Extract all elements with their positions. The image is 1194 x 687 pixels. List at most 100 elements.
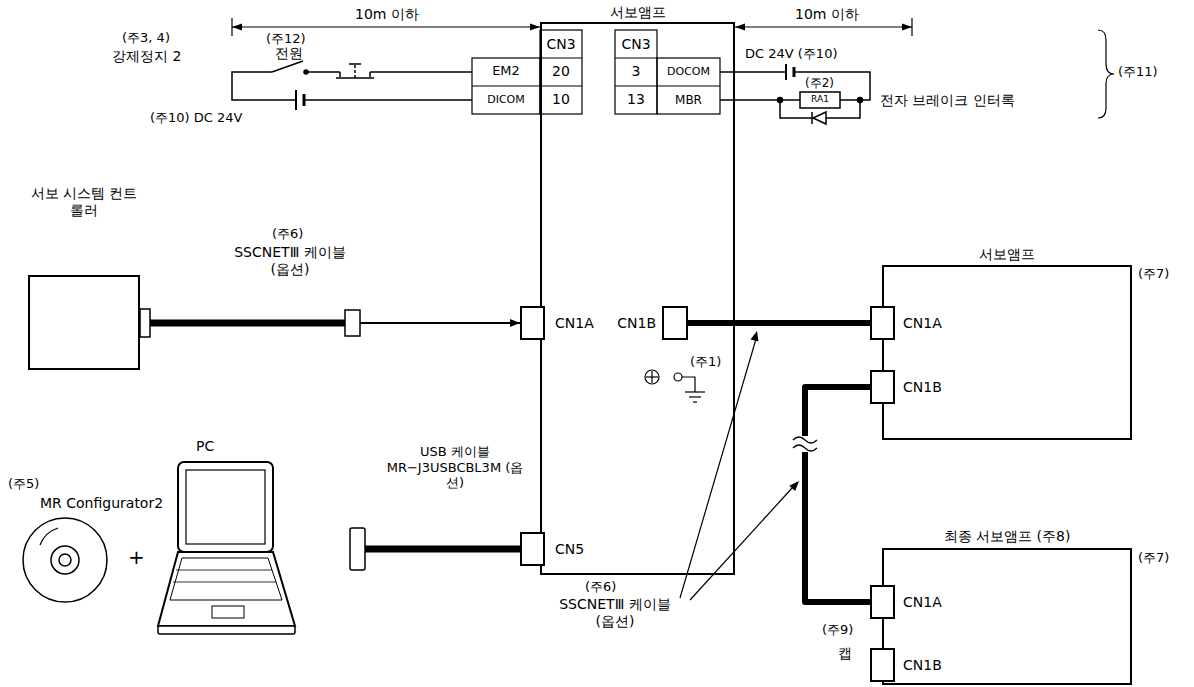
callout-number: (주7): [1138, 550, 1169, 566]
signal-name: DICOM: [472, 93, 540, 106]
plus-sign: +: [128, 545, 145, 569]
laptop-keyboard: [173, 582, 276, 583]
connector-name: CN3: [615, 36, 657, 53]
note-label: DC 24V (주10): [745, 46, 837, 62]
cd-disc: [59, 554, 71, 566]
dimension-arrow: [530, 24, 540, 31]
signal-name: DOCOM: [657, 65, 720, 78]
cable-break: [793, 437, 817, 443]
connector: CN1B: [870, 648, 895, 682]
signal-name: MBR: [657, 93, 720, 107]
dimension-arrow: [902, 24, 912, 31]
leader-line: [690, 487, 793, 600]
laptop: [186, 470, 265, 544]
pushbutton-symbol: [369, 72, 371, 77]
pushbutton-symbol: [354, 64, 356, 78]
pushbutton-symbol: [339, 72, 341, 77]
connector: CN1A: [520, 306, 545, 340]
callout-number: (주6): [272, 226, 303, 242]
battery-symbol: [785, 64, 787, 80]
pin-number: 13: [615, 91, 657, 108]
callout-number: (주11): [1118, 64, 1158, 80]
node-heading: 서보 시스템 컨트롤러: [24, 185, 144, 219]
cable-label: USB 케이블 MR−J3USBCBL3M (옵션): [385, 444, 525, 491]
pin-table: [657, 58, 720, 114]
plug: [140, 309, 150, 337]
cable-connector: [688, 323, 870, 324]
callout-number: (주3, 4): [122, 30, 170, 46]
pin-table: [540, 85, 582, 86]
callout-number: (주6): [585, 579, 616, 595]
wire: [780, 100, 812, 118]
plug: [350, 528, 365, 570]
cable-connector: [140, 319, 520, 327]
junction-dot: [858, 98, 863, 103]
dimension-arrow: [735, 24, 745, 31]
earth-symbol: [645, 370, 659, 384]
controller-box: 서보 시스템 컨트롤러: [28, 275, 140, 370]
laptop-touchpad: [212, 606, 244, 618]
ground-wire: [682, 377, 695, 392]
connector-name: CN1B: [617, 315, 656, 332]
cable-label: SSCNETⅢ 케이블 (옵션): [225, 244, 355, 278]
laptop-keyboard: [176, 570, 272, 571]
part-label: 전원: [275, 45, 303, 62]
wire: [720, 71, 786, 73]
connector: CN1B: [662, 306, 688, 340]
cable-break: [795, 436, 815, 452]
node-heading: 서보앰프: [610, 4, 666, 21]
connector-name: CN5: [555, 541, 584, 558]
connector-name: CN3: [540, 36, 582, 53]
wire: [232, 72, 296, 100]
connector-name: CN1A: [903, 315, 942, 332]
connector-name: CN1B: [903, 657, 942, 674]
laptop: [178, 462, 273, 552]
connector: CN1A: [870, 306, 895, 340]
cd-disc: [23, 518, 107, 602]
pushbutton-symbol: [349, 63, 361, 65]
dimension-tick: [911, 18, 912, 36]
connector-name: CN1A: [555, 315, 594, 332]
cable: [365, 546, 520, 553]
diode-symbol: [811, 112, 813, 124]
cable-line: [805, 387, 870, 602]
node-heading: 최종 서보앰프 (주8): [944, 528, 1071, 545]
cable-break: [793, 445, 817, 451]
signal-name: EM2: [472, 63, 540, 79]
callout-number: (주1): [690, 354, 721, 370]
leader-arrow: [789, 481, 799, 491]
pin-table: [540, 30, 582, 114]
dimension-label: 10m 이하: [355, 6, 419, 23]
wire: [720, 99, 800, 101]
part-label: 전자 브레이크 인터록: [880, 92, 1015, 109]
relay-name: RA1: [800, 94, 840, 105]
connector: CN5: [520, 532, 545, 566]
ground-symbol: [685, 391, 705, 392]
switch-contact: [304, 70, 308, 74]
dimension-line: [735, 26, 912, 27]
callout-number: (주9): [822, 622, 853, 638]
plug: [345, 310, 360, 336]
part-label: PC: [196, 438, 214, 455]
callout-number: (주2): [805, 76, 834, 90]
pin-number: 20: [540, 63, 582, 80]
switch-blade: [272, 61, 303, 72]
servo-amp-box: 서보앰프CN1ACN1B: [882, 265, 1132, 440]
cable-connector: [805, 387, 870, 602]
pin-table: [615, 57, 657, 58]
pin-table: [540, 57, 582, 58]
cd-disc: [40, 528, 58, 545]
laptop-keyboard: [170, 558, 282, 600]
wire: [306, 71, 340, 73]
part-label: 강제정지 2: [112, 48, 181, 65]
pin-number: 3: [615, 63, 657, 80]
battery-symbol: [295, 90, 297, 110]
pin-table: [472, 58, 540, 114]
callout-number: (주5): [8, 476, 39, 492]
dimension-tick: [231, 18, 232, 36]
note-label: (주10) DC 24V: [150, 110, 242, 126]
wire: [304, 99, 472, 101]
cable: [150, 320, 345, 327]
